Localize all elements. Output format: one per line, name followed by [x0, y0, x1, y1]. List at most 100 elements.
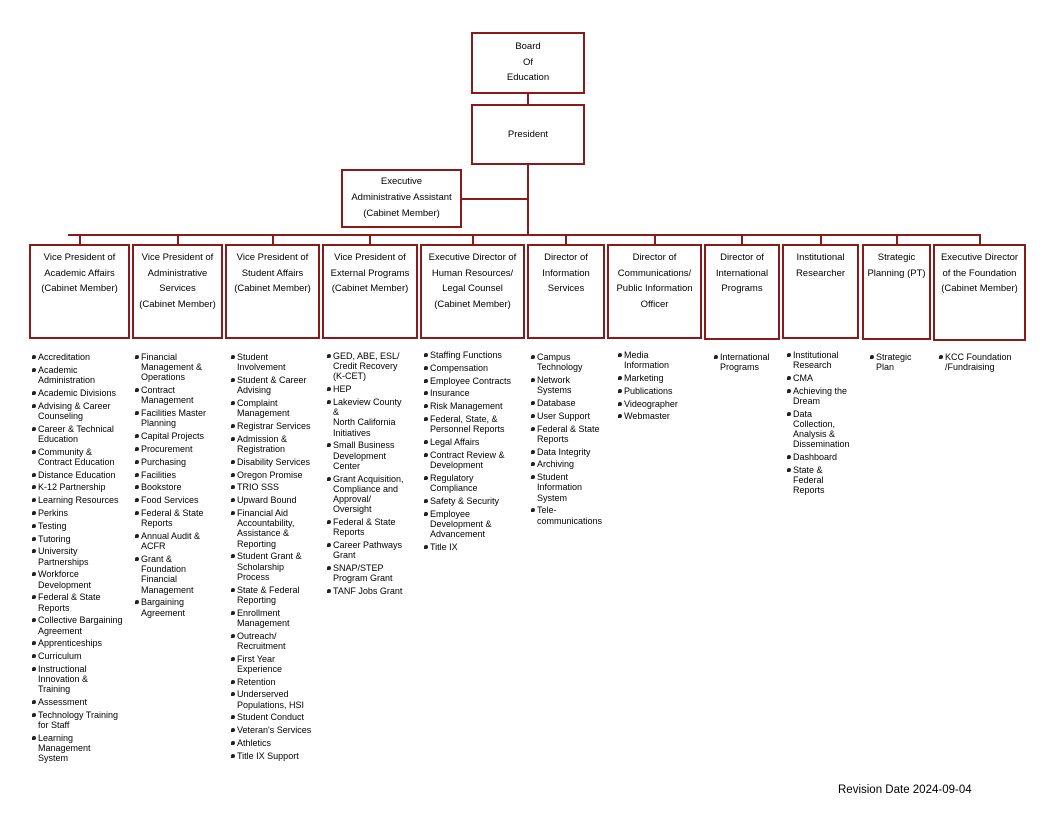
unit-title-line: Administrative: [147, 267, 208, 279]
unit-title-line: Student Affairs: [241, 267, 304, 279]
list-item: GED, ABE, ESL/ Credit Recovery (K-CET): [327, 351, 429, 382]
list-item: Bargaining Agreement: [135, 597, 232, 618]
list-item: Legal Affairs: [424, 437, 535, 447]
list-item: Archiving: [531, 459, 615, 469]
unit-title-line: Director of: [720, 252, 764, 263]
list-item: Safety & Security: [424, 496, 535, 506]
list-item: Federal, State, & Personnel Reports: [424, 414, 535, 434]
list-item: Data Integrity: [531, 447, 615, 457]
unit-title-line: International: [715, 267, 769, 279]
list-item: Data Collection, Analysis & Disseminatio…: [787, 409, 870, 450]
connector-drop-4: [369, 234, 371, 244]
list-item: Compensation: [424, 363, 535, 373]
list-item: Capital Projects: [135, 431, 232, 441]
list-item: Registrar Services: [231, 421, 332, 431]
list-item: Enrollment Management: [231, 608, 332, 628]
list-item: Lakeview County & North California Initi…: [327, 397, 429, 438]
list-item: University Partnerships: [32, 546, 139, 567]
unit-title-line: Director of: [632, 252, 677, 263]
list-item: Database: [531, 398, 615, 408]
connector-drop-5: [472, 234, 474, 244]
connector-assistant: [460, 198, 528, 200]
unit-title-line: Academic Affairs: [44, 267, 115, 279]
list-item: Learning Management System: [32, 733, 139, 764]
list-item: Staffing Functions: [424, 350, 535, 360]
unit-title-line: External Programs: [330, 267, 410, 279]
unit-list-8: International Programs: [714, 352, 796, 375]
unit-title-line: (Cabinet Member): [941, 283, 1018, 294]
list-item: Small Business Development Center: [327, 440, 429, 471]
board-of-education-box: Board Of Education: [471, 32, 585, 94]
unit-list-11: KCC Foundation /Fundraising: [939, 352, 1038, 375]
president-label: President: [507, 128, 549, 140]
list-item: Admission & Registration: [231, 434, 332, 454]
connector-main-bus: [68, 234, 981, 236]
list-item: Career & Technical Education: [32, 424, 139, 444]
list-item: Federal & State Reports: [135, 508, 232, 528]
connector-drop-7: [654, 234, 656, 244]
list-item: Student Involvement: [231, 352, 332, 372]
list-item: Insurance: [424, 388, 535, 398]
unit-title-line: Vice President of: [43, 252, 116, 263]
list-item: Academic Administration: [32, 365, 139, 385]
list-item: Workforce Development: [32, 569, 139, 590]
list-item: TRIO SSS: [231, 482, 332, 492]
board-line-2: Of: [522, 56, 534, 68]
unit-title-line: Planning (PT): [867, 267, 926, 279]
executive-assistant-box: Executive Administrative Assistant (Cabi…: [341, 169, 462, 228]
unit-title-line: Director of: [544, 252, 588, 263]
unit-list-10: Strategic Plan: [870, 352, 945, 375]
list-item: Institutional Research: [787, 350, 870, 370]
list-item: State & Federal Reports: [787, 465, 870, 496]
unit-title-line: Information: [542, 267, 590, 279]
list-item: Underserved Populations, HSI: [231, 689, 332, 710]
unit-title-line: Programs: [721, 283, 763, 294]
unit-title-line: Services: [159, 283, 196, 294]
list-item: K-12 Partnership: [32, 482, 139, 492]
list-item: SNAP/STEP Program Grant: [327, 563, 429, 583]
list-item: CMA: [787, 373, 870, 383]
list-item: HEP: [327, 384, 429, 394]
list-item: Collective Bargaining Agreement: [32, 615, 139, 636]
list-item: Network Systems: [531, 375, 615, 395]
list-item: User Support: [531, 411, 615, 421]
connector-drop-6: [565, 234, 567, 244]
list-item: International Programs: [714, 352, 796, 372]
unit-title-line: Officer: [640, 298, 669, 310]
unit-title-line: Institutional: [796, 252, 845, 263]
list-item: Student Information System: [531, 472, 615, 503]
list-item: Oregon Promise: [231, 470, 332, 480]
unit-title-line: (Cabinet Member): [434, 298, 511, 310]
board-line-1: Board: [515, 41, 541, 52]
list-item: Veteran's Services: [231, 725, 332, 735]
connector-board-president: [527, 94, 529, 106]
list-item: Upward Bound: [231, 495, 332, 505]
list-item: Employee Contracts: [424, 376, 535, 386]
list-item: Assessment: [32, 697, 139, 707]
list-item: Student Grant & Scholarship Process: [231, 551, 332, 582]
list-item: Annual Audit & ACFR: [135, 531, 232, 551]
list-item: Procurement: [135, 444, 232, 454]
list-item: Student & Career Advising: [231, 375, 332, 395]
list-item: Athletics: [231, 738, 332, 748]
list-item: Purchasing: [135, 457, 232, 467]
unit-title-line: (Cabinet Member): [234, 283, 311, 294]
list-item: Publications: [618, 386, 719, 396]
list-item: Tutoring: [32, 534, 139, 544]
list-item: State & Federal Reporting: [231, 585, 332, 605]
board-line-3: Education: [506, 72, 550, 83]
unit-title-line: Vice President of: [141, 252, 214, 263]
connector-drop-11: [979, 234, 981, 244]
list-item: Complaint Management: [231, 398, 332, 418]
